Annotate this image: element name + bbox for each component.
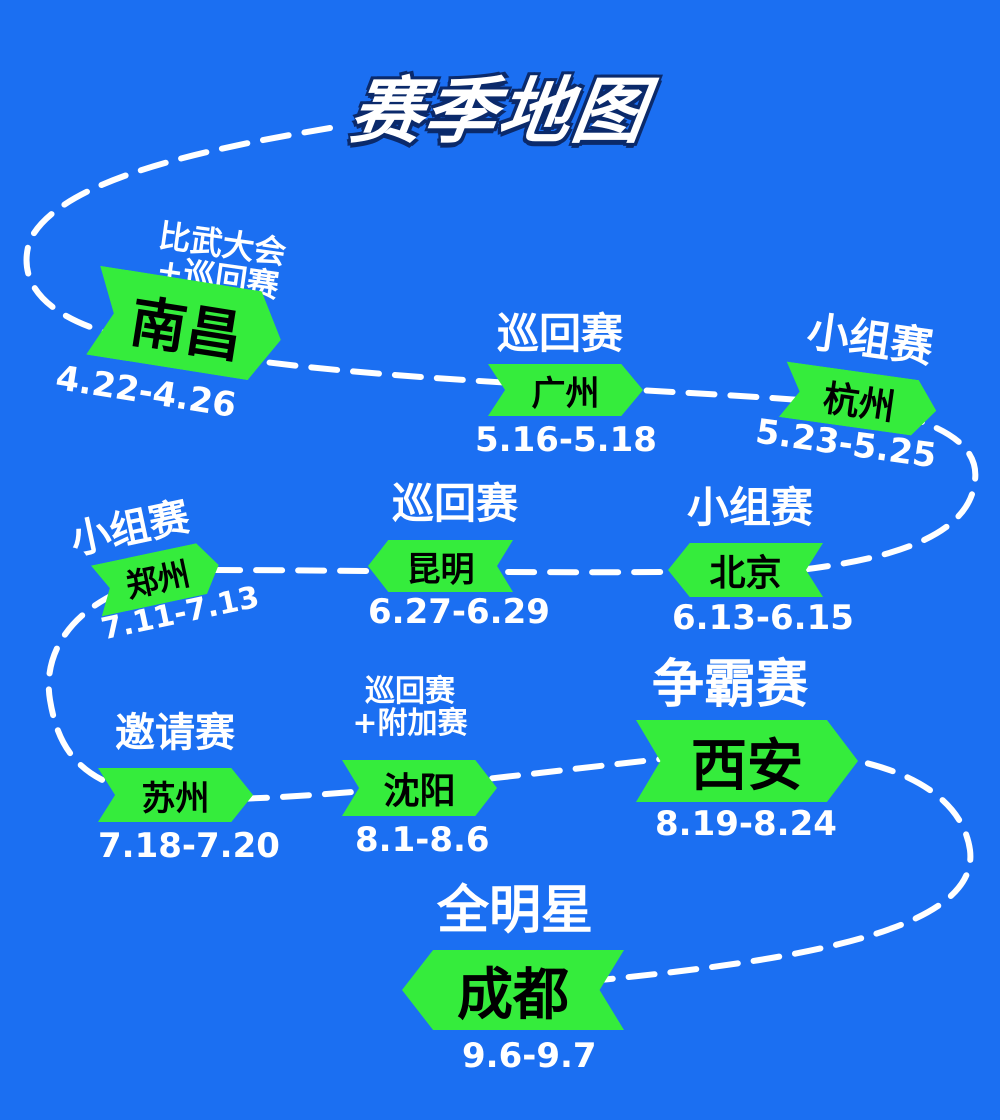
city-banner: 西安	[636, 720, 858, 802]
stop-type-label: 巡回赛 +附加赛	[352, 674, 468, 741]
stop-type-label: 巡回赛	[496, 309, 623, 358]
stop-type-label: 争霸赛	[651, 655, 808, 715]
city-banner: 成都	[402, 950, 624, 1030]
stop-dates: 6.27-6.29	[368, 592, 550, 632]
stop-dates: 8.1-8.6	[355, 820, 490, 860]
city-banner: 昆明	[368, 540, 513, 592]
city-name: 广州	[531, 373, 600, 414]
stop-type-label: 巡回赛	[391, 479, 518, 528]
stop-type-label: 小组赛	[686, 483, 813, 532]
city-name: 成都	[457, 962, 569, 1028]
city-name: 昆明	[406, 549, 475, 590]
city-banner: 苏州	[98, 768, 253, 822]
stop-dates: 9.6-9.7	[462, 1036, 597, 1076]
city-banner: 广州	[488, 364, 643, 416]
stop-type-label: 邀请赛	[115, 710, 235, 756]
city-name: 南昌	[125, 289, 247, 371]
city-name: 西安	[691, 733, 803, 799]
city-name: 沈阳	[383, 771, 456, 812]
city-name: 北京	[709, 553, 782, 594]
stop-type-label: 全明星	[436, 881, 593, 941]
city-name: 苏州	[141, 778, 210, 819]
city-banner: 沈阳	[342, 760, 497, 816]
stop-dates: 6.13-6.15	[672, 598, 854, 638]
stop-dates: 5.16-5.18	[475, 420, 657, 460]
city-banner: 北京	[668, 543, 823, 597]
stop-dates: 7.18-7.20	[98, 826, 280, 866]
stop-dates: 8.19-8.24	[655, 804, 837, 844]
page-title: 赛季地图	[345, 69, 653, 153]
